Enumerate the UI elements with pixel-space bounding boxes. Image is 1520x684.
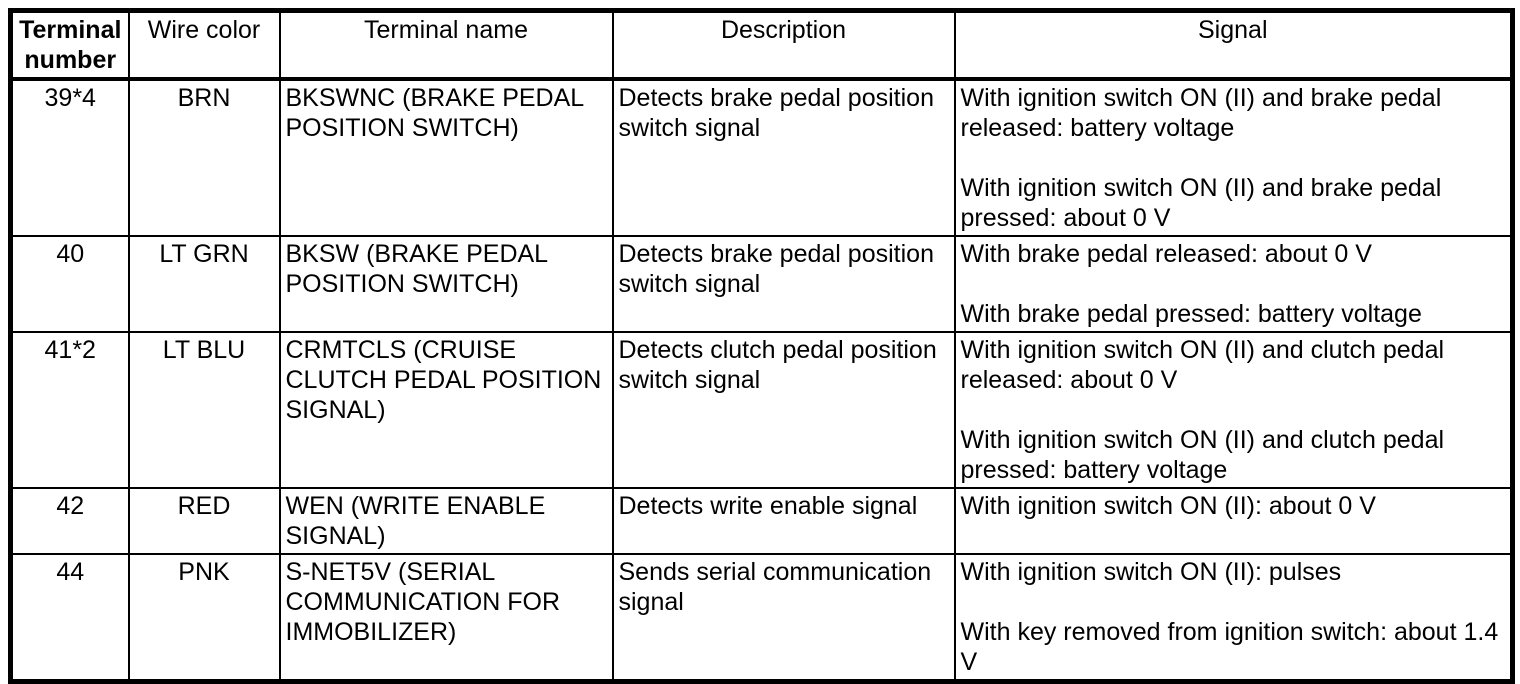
signal-paragraph: With ignition switch ON (II) and clutch … (960, 426, 1445, 484)
description-cell: Detects brake pedal position switch sign… (611, 235, 956, 333)
signal-paragraph: With ignition switch ON (II) and brake p… (960, 84, 1442, 142)
description-header: Description (611, 9, 956, 81)
signal-paragraph: With ignition switch ON (II) and brake p… (960, 174, 1442, 232)
signal-cell: With ignition switch ON (II): about 0 V (953, 487, 1514, 555)
wire-color-cell: RED (127, 487, 281, 555)
wire-color-header: Wire color (127, 9, 281, 81)
signal-cell: With brake pedal released: about 0 V With… (953, 235, 1514, 333)
description-cell: Detects brake pedal position switch sign… (611, 78, 956, 237)
terminal-number-cell: 42 (9, 487, 130, 555)
wire-color-cell: BRN (127, 78, 281, 237)
paragraph-spacer (961, 395, 1507, 425)
terminal-number-header: Terminal number (9, 9, 130, 81)
signal-cell: With ignition switch ON (II) and clutch … (953, 331, 1514, 489)
terminal-name-cell: BKSWNC (BRAKE PEDAL POSITION SWITCH) (278, 78, 614, 237)
description-cell: Sends serial communication signal (611, 553, 956, 683)
signal-header: Signal (953, 9, 1514, 81)
wire-color-cell: PNK (127, 553, 281, 683)
signal-paragraph: With ignition switch ON (II): about 0 V (960, 492, 1376, 520)
terminal-name-cell: WEN (WRITE ENABLE SIGNAL) (278, 487, 614, 555)
terminal-name-cell: S-NET5V (SERIAL COMMUNICATION FOR IMMOBI… (278, 553, 614, 683)
description-cell: Detects write enable signal (611, 487, 956, 555)
terminal-name-header: Terminal name (278, 9, 614, 81)
terminal-name-cell: CRMTCLS (CRUISE CLUTCH PEDAL POSITION SI… (278, 331, 614, 489)
wire-color-cell: LT BLU (127, 331, 281, 489)
paragraph-spacer (961, 587, 1507, 617)
description-cell: Detects clutch pedal position switch sig… (611, 331, 956, 489)
wire-color-cell: LT GRN (127, 235, 281, 333)
signal-paragraph: With brake pedal released: about 0 V (960, 240, 1372, 268)
signal-paragraph: With ignition switch ON (II): pulses (960, 558, 1342, 586)
paragraph-spacer (961, 143, 1507, 173)
signal-paragraph: With key removed from ignition switch: a… (960, 618, 1499, 676)
terminal-number-cell: 41*2 (9, 331, 130, 489)
signal-paragraph: With brake pedal pressed: battery voltag… (960, 300, 1422, 328)
signal-cell: With ignition switch ON (II) and brake p… (953, 78, 1514, 237)
terminal-name-cell: BKSW (BRAKE PEDAL POSITION SWITCH) (278, 235, 614, 333)
signal-paragraph: With ignition switch ON (II) and clutch … (960, 336, 1445, 394)
terminal-number-cell: 40 (9, 235, 130, 333)
terminal-number-cell: 44 (9, 553, 130, 683)
paragraph-spacer (961, 269, 1507, 299)
terminal-number-cell: 39*4 (9, 78, 130, 237)
